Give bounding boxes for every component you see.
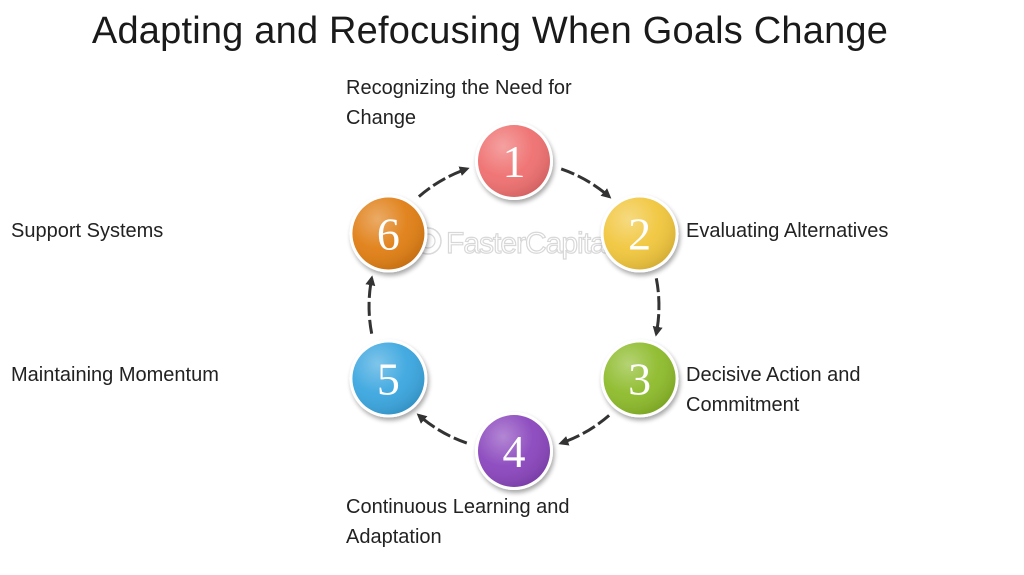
step-5-circle-shine bbox=[352, 342, 425, 415]
step-6-label: Support Systems bbox=[11, 216, 331, 246]
step-1-label: Recognizing the Need for Change bbox=[346, 73, 626, 133]
arrow-6-to-1 bbox=[417, 166, 470, 198]
step-2-label-line-1: Evaluating Alternatives bbox=[686, 220, 889, 242]
step-6-number: 6 bbox=[377, 209, 400, 260]
step-3-circle-shine bbox=[603, 342, 676, 415]
step-1-circle-shine bbox=[478, 125, 550, 197]
cycle-arrows bbox=[365, 166, 663, 446]
step-5-label: Maintaining Momentum bbox=[11, 360, 331, 390]
step-4-label-line-1: Continuous Learning and bbox=[346, 496, 570, 518]
step-3-label: Decisive Action and Commitment bbox=[686, 360, 926, 420]
arrow-4-to-5 bbox=[416, 413, 468, 445]
step-5-node: 5 bbox=[349, 339, 428, 418]
arrow-3-to-4 bbox=[558, 414, 611, 446]
step-1-label-line-1: Recognizing the Need for bbox=[346, 77, 572, 99]
step-5-label-line-1: Maintaining Momentum bbox=[11, 364, 219, 386]
watermark-text: FasterCapital bbox=[446, 227, 611, 260]
step-2-circle-shine bbox=[603, 197, 676, 270]
step-2-node: 2 bbox=[600, 194, 679, 273]
step-3-label-line-1: Decisive Action and bbox=[686, 364, 861, 386]
step-3-label-line-2: Commitment bbox=[686, 394, 800, 416]
step-5-number: 5 bbox=[377, 354, 400, 405]
page-title: Adapting and Refocusing When Goals Chang… bbox=[91, 10, 889, 52]
arrow-5-to-6 bbox=[365, 275, 376, 334]
step-3-number: 3 bbox=[628, 354, 651, 405]
step-1-node: 1 bbox=[475, 122, 553, 200]
step-6-circle-shine bbox=[352, 197, 425, 270]
step-4-node: 4 bbox=[475, 412, 553, 490]
watermark: FasterCapital bbox=[414, 226, 613, 261]
step-1-number: 1 bbox=[503, 136, 526, 187]
step-4-label-line-2: Adaptation bbox=[346, 526, 442, 548]
arrow-2-to-3 bbox=[652, 278, 663, 337]
step-6-label-line-1: Support Systems bbox=[11, 220, 164, 242]
step-4-number: 4 bbox=[503, 426, 526, 477]
step-6-node: 6 bbox=[349, 194, 428, 273]
arrow-1-to-2 bbox=[560, 167, 612, 199]
step-2-label: Evaluating Alternatives bbox=[686, 216, 1016, 246]
step-4-circle-shine bbox=[478, 415, 550, 487]
step-1-label-line-2: Change bbox=[346, 107, 417, 129]
step-4-label: Continuous Learning and Adaptation bbox=[346, 492, 646, 552]
step-2-number: 2 bbox=[628, 209, 651, 260]
step-3-node: 3 bbox=[600, 339, 679, 418]
step-circles: 1 2 3 4 5 6 bbox=[349, 122, 679, 490]
